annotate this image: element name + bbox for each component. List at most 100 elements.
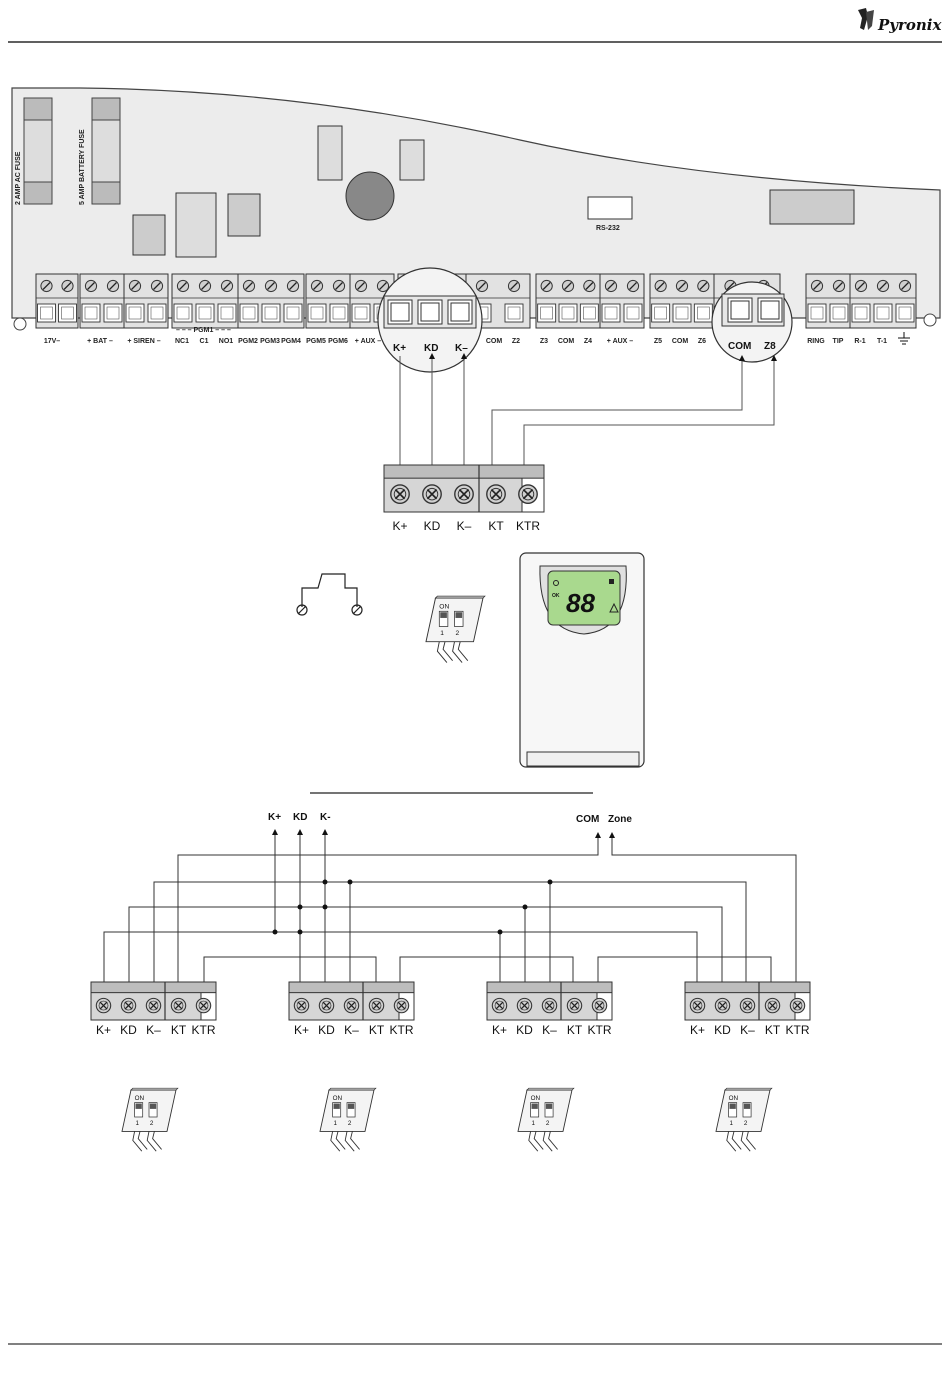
board-terminal-screw: [106, 279, 120, 293]
terminal-label: K+: [690, 1023, 705, 1037]
battery-fuse-label: 5 AMP BATTERY FUSE: [79, 129, 86, 205]
terminal-screw: [393, 997, 410, 1014]
board-terminal-label: COM: [672, 338, 689, 345]
board-terminal-label: PGM3: [260, 338, 280, 345]
board-terminal-screw: [697, 279, 710, 293]
board-terminal-screw: [84, 279, 98, 293]
board-terminal-label: + AUX –: [355, 338, 381, 345]
terminal-label: KT: [171, 1023, 187, 1037]
pgm1-label: – – – PGM1 – – –: [176, 327, 231, 334]
board-terminal-label: + BAT –: [87, 338, 113, 345]
brand-logo-text: Pyronix: [877, 16, 943, 34]
board-terminal-screw: [675, 279, 689, 293]
terminal-screw: [764, 997, 781, 1014]
board-terminal-screw: [128, 279, 142, 293]
rs232-label: RS-232: [596, 225, 620, 232]
terminal-screw: [689, 997, 706, 1014]
zoom-zone-terminals: COM Z8: [711, 281, 793, 363]
board-terminal-screw: [40, 279, 53, 293]
bus-kplus-label: K+: [268, 812, 281, 823]
terminal-label: K+: [96, 1023, 111, 1037]
terminal-label: KD: [516, 1023, 533, 1037]
board-terminal-label: PGM5: [306, 338, 326, 345]
terminal-screw: [318, 997, 335, 1014]
terminal-label: KTR: [390, 1023, 414, 1037]
board-terminal-label: COM: [486, 338, 503, 345]
zoom-z8-label: Z8: [764, 341, 776, 352]
keypad-indicator-icon: [553, 580, 559, 586]
terminal-label: K+: [294, 1023, 309, 1037]
terminal-screw: [516, 997, 533, 1014]
bus-kminus-label: K-: [320, 812, 331, 823]
terminal-label: K–: [146, 1023, 161, 1037]
board-terminal-screw: [198, 279, 212, 293]
dip-one-label: 1: [730, 1120, 734, 1127]
board-terminal-screw: [264, 279, 278, 293]
zoom-com-label: COM: [728, 341, 751, 352]
terminal-screw: [453, 484, 475, 505]
terminal-label: KTR: [588, 1023, 612, 1037]
capacitor: [317, 125, 343, 181]
ac-fuse: [23, 97, 53, 205]
dip-one-label: 1: [136, 1120, 140, 1127]
terminal-screw: [343, 997, 360, 1014]
dip-on-label: ON: [439, 603, 449, 610]
battery-fuse: [91, 97, 121, 205]
dip-two-label: 2: [744, 1120, 748, 1127]
zoom-kminus-label: K–: [455, 343, 468, 354]
board-terminal-screw: [176, 279, 190, 293]
dip-one-label: 1: [334, 1120, 338, 1127]
board-terminal-label: C1: [200, 338, 209, 345]
board-terminal-screw: [150, 279, 164, 293]
dip-two-label: 2: [150, 1120, 154, 1127]
bus-labels: K+ KD K- COM Zone: [268, 812, 632, 825]
terminal-screw: [170, 997, 187, 1014]
capacitor: [399, 139, 425, 181]
terminal-label: KTR: [516, 519, 540, 533]
board-terminal-label: 17V–: [44, 338, 60, 345]
dip-two-label: 2: [546, 1120, 550, 1127]
terminal-label: KD: [424, 519, 441, 533]
terminal-screw: [789, 997, 806, 1014]
terminal-label: KT: [369, 1023, 385, 1037]
dip-on-label: ON: [729, 1095, 739, 1102]
terminal-screw: [566, 997, 583, 1014]
board-terminal-label: + SIREN –: [127, 338, 160, 345]
dip-switch-icon: ON 1 2: [517, 1087, 575, 1152]
dip-one-label: 1: [532, 1120, 536, 1127]
terminal-screw: [368, 997, 385, 1014]
bus-junctions: [272, 879, 553, 935]
board-terminal-label: PGM2: [238, 338, 258, 345]
bus-zone-label: Zone: [608, 814, 632, 825]
keypad-display-digits: 88: [566, 588, 595, 618]
bus-com-label: COM: [576, 814, 599, 825]
board-terminal-screw: [540, 279, 553, 293]
terminal-label: K–: [542, 1023, 557, 1037]
terminal-screw: [517, 484, 539, 505]
board-terminal-label: + AUX –: [607, 338, 633, 345]
board-terminal-screw: [475, 279, 489, 293]
relay-component: [132, 214, 166, 256]
page-header: Pyronix: [8, 8, 943, 43]
mounting-hole: [923, 313, 937, 327]
dip-switch-icon: ON 1 2: [715, 1087, 773, 1152]
board-terminal-screw: [354, 279, 368, 293]
zoom-keypad-terminals: K+ KD K–: [377, 267, 483, 373]
bus-wires: [103, 829, 797, 982]
board-terminal-screw: [286, 279, 300, 293]
terminal-screw: [95, 997, 112, 1014]
zoom-kplus-label: K+: [393, 343, 406, 354]
board-terminal-screw: [654, 279, 667, 293]
terminal-screw: [195, 997, 212, 1014]
terminal-screw: [389, 484, 411, 505]
terminal-label: KT: [765, 1023, 781, 1037]
dip-on-label: ON: [531, 1095, 541, 1102]
